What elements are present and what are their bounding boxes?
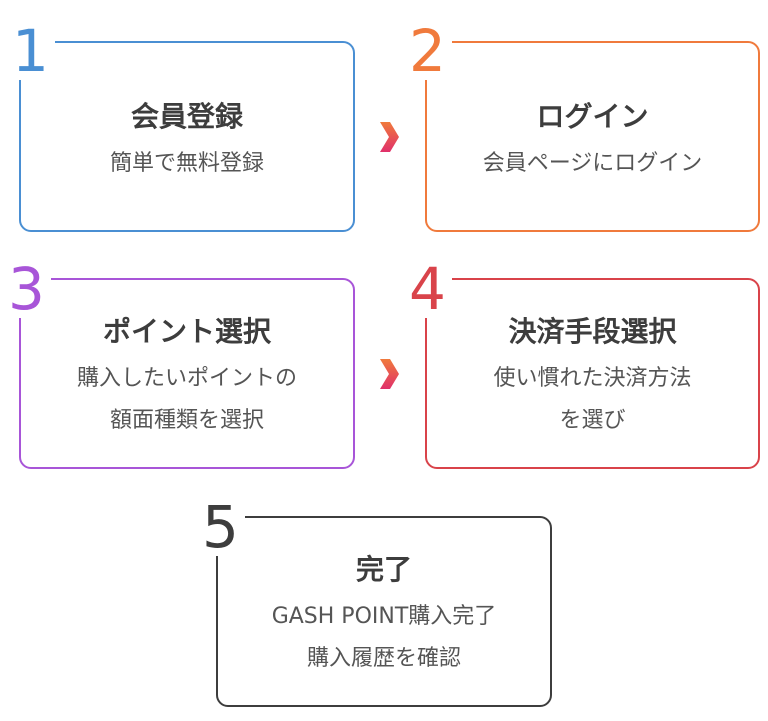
step-title: ログイン xyxy=(536,100,649,133)
chevron-right-icon xyxy=(380,359,399,389)
step-description: 購入履歴を確認 xyxy=(306,646,461,671)
step-description: 使い慣れた決済方法 xyxy=(493,366,692,391)
step-title: 会員登録 xyxy=(130,100,243,133)
step-card-2: ログイン 会員ページにログイン xyxy=(425,41,760,232)
step-description: を選び xyxy=(559,408,626,433)
step-description: GASH POINT購入完了 xyxy=(271,604,497,629)
step-number: 2 xyxy=(405,22,452,80)
step-card-1: 会員登録 簡単で無料登録 xyxy=(19,41,355,232)
step-number: 1 xyxy=(8,22,55,80)
step-card-4: 決済手段選択 使い慣れた決済方法 を選び xyxy=(425,278,760,469)
step-number: 3 xyxy=(4,260,51,318)
step-title: 決済手段選択 xyxy=(508,315,677,348)
step-card-3: ポイント選択 購入したいポイントの 額面種類を選択 xyxy=(19,278,355,469)
step-title: ポイント選択 xyxy=(102,315,271,348)
chevron-right-icon xyxy=(380,122,399,152)
step-description: 簡単で無料登録 xyxy=(109,151,264,176)
step-description: 購入したいポイントの xyxy=(76,366,297,391)
step-description: 額面種類を選択 xyxy=(109,408,264,433)
step-card-5: 完了 GASH POINT購入完了 購入履歴を確認 xyxy=(216,516,552,707)
step-description: 会員ページにログイン xyxy=(482,151,703,176)
step-number: 5 xyxy=(198,498,245,556)
step-number: 4 xyxy=(405,260,452,318)
step-title: 完了 xyxy=(355,553,412,586)
